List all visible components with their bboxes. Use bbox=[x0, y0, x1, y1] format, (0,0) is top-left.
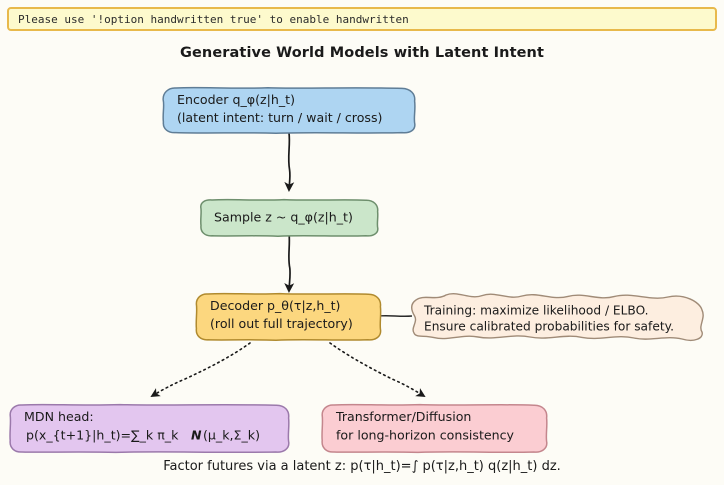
node-mdn-head-line2: p(x_{t+1}|h_t)=∑_k π_k bbox=[26, 428, 179, 443]
note-training[interactable]: Training: maximize likelihood / ELBO. En… bbox=[411, 293, 704, 342]
node-transformer-diffusion-line1: Transformer/Diffusion bbox=[335, 409, 471, 424]
note-training-line1: Training: maximize likelihood / ELBO. bbox=[423, 304, 649, 318]
node-mdn-head-line1: MDN head: bbox=[24, 409, 94, 424]
diagram-caption: Factor futures via a latent z: p(τ|h_t)=… bbox=[163, 459, 561, 474]
edge-decoder-to-transformer bbox=[329, 342, 426, 397]
note-training-line2: Ensure calibrated probabilities for safe… bbox=[424, 320, 674, 334]
node-transformer-diffusion[interactable]: Transformer/Diffusion for long-horizon c… bbox=[321, 403, 548, 454]
node-encoder[interactable]: Encoder q_φ(z|h_t) (latent intent: turn … bbox=[162, 86, 416, 134]
node-mdn-head[interactable]: MDN head: p(x_{t+1}|h_t)=∑_k π_k Ν (μ_k,… bbox=[9, 403, 290, 454]
edge-decoder-to-mdn bbox=[150, 342, 251, 397]
notice-text: Please use '!option handwritten true' to… bbox=[18, 12, 409, 26]
page-title: Generative World Models with Latent Inte… bbox=[179, 45, 544, 61]
node-sample-line1: Sample z ~ q_φ(z|h_t) bbox=[214, 210, 353, 225]
node-mdn-head-normal-symbol: Ν bbox=[191, 428, 202, 443]
node-encoder-line1: Encoder q_φ(z|h_t) bbox=[177, 92, 295, 107]
node-decoder-line2: (roll out full trajectory) bbox=[210, 316, 353, 331]
edge-decoder-to-note bbox=[378, 315, 413, 317]
edge-sample-to-decoder bbox=[284, 232, 295, 293]
node-mdn-head-line2-tail: (μ_k,Σ_k) bbox=[203, 428, 260, 443]
node-decoder[interactable]: Decoder p_θ(τ|z,h_t) (roll out full traj… bbox=[195, 292, 382, 341]
handwritten-option-notice: Please use '!option handwritten true' to… bbox=[7, 7, 717, 31]
node-transformer-diffusion-line2: for long-horizon consistency bbox=[336, 428, 515, 443]
node-encoder-line2: (latent intent: turn / wait / cross) bbox=[177, 110, 382, 125]
node-sample[interactable]: Sample z ~ q_φ(z|h_t) bbox=[200, 198, 379, 237]
edge-encoder-to-sample bbox=[284, 132, 295, 192]
node-decoder-line1: Decoder p_θ(τ|z,h_t) bbox=[210, 298, 340, 313]
